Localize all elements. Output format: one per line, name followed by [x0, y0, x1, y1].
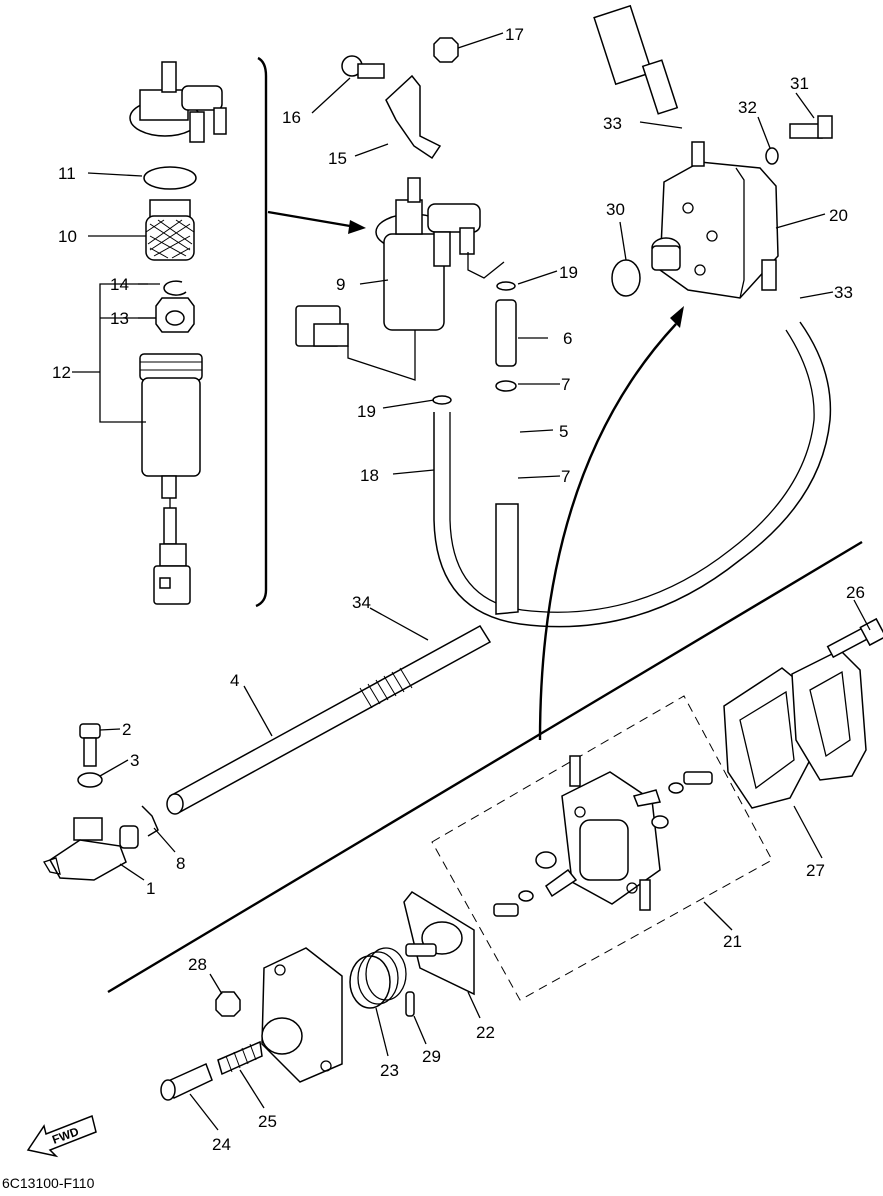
callout-19-upper: 19	[559, 263, 578, 282]
bolt-26-drawing	[826, 617, 883, 659]
callout-31: 31	[790, 74, 809, 93]
plunger-24-drawing	[160, 1062, 213, 1101]
callout-1: 1	[146, 879, 155, 898]
clip-19-lower-drawing	[432, 395, 452, 405]
callout-4: 4	[230, 671, 239, 690]
bolt-2-drawing	[79, 723, 101, 767]
callout-21: 21	[723, 932, 742, 951]
callout-7-lower: 7	[561, 467, 570, 486]
callout-3: 3	[130, 751, 139, 770]
pipe-4-drawing	[168, 625, 492, 813]
group-21-dashed-box	[431, 695, 773, 1001]
panel-divider-line	[107, 540, 863, 994]
cover-drawing	[791, 649, 867, 781]
nut-drawing	[155, 297, 195, 333]
bolt-31-drawing	[789, 115, 833, 139]
callout-labels: 17 16 15 11 10 14 13 12 9 19 6 7 19 5 7 …	[52, 25, 865, 1154]
spring-on-pipe-drawing	[359, 667, 413, 709]
bracket-15-drawing	[385, 74, 442, 160]
fuel-filter-assy-drawing	[295, 177, 505, 381]
fitting-1-drawing	[43, 817, 139, 881]
callout-25: 25	[258, 1112, 277, 1131]
callout-11: 11	[58, 164, 76, 183]
callout-13: 13	[110, 309, 129, 328]
inset-bracket	[255, 56, 366, 608]
filter-head-drawing	[129, 61, 227, 143]
drawing-code: 6C13100-F110	[2, 1175, 95, 1191]
clamp-7-upper-drawing	[495, 380, 517, 392]
pump-housing-drawing	[261, 947, 343, 1083]
callout-10: 10	[58, 227, 77, 246]
fuel-pump-drawing	[651, 141, 779, 299]
diaphragm-22-drawing	[403, 891, 475, 996]
callout-6: 6	[563, 329, 572, 348]
corrugated-hose-drawing	[495, 503, 519, 615]
o-ring-30-drawing	[611, 259, 641, 297]
spring-25-drawing	[217, 1040, 263, 1076]
callout-5: 5	[559, 422, 568, 441]
circlip-drawing	[163, 280, 187, 296]
leader-lines	[72, 32, 871, 1131]
callout-9: 9	[336, 275, 345, 294]
callout-26: 26	[846, 583, 865, 602]
callout-19-lower: 19	[357, 402, 376, 421]
hose-18-drawing	[433, 321, 832, 628]
callout-27: 27	[806, 861, 825, 880]
callout-23: 23	[380, 1061, 399, 1080]
callout-33-upper: 33	[603, 114, 622, 133]
callout-7-upper: 7	[561, 375, 570, 394]
callout-14: 14	[110, 275, 129, 294]
callout-8: 8	[176, 854, 185, 873]
arrow-to-pump	[538, 323, 677, 741]
callout-20: 20	[829, 206, 848, 225]
washer-32-drawing	[765, 147, 779, 165]
gasket-27-drawing	[723, 667, 811, 809]
callout-24: 24	[212, 1135, 231, 1154]
fwd-direction-arrow: FWD	[26, 1114, 97, 1158]
nut-28-drawing	[215, 991, 241, 1017]
callout-33-lower: 33	[834, 283, 853, 302]
o-ring-drawing	[143, 166, 197, 190]
callout-29: 29	[422, 1047, 441, 1066]
filter-element-drawing	[145, 199, 195, 261]
callout-34: 34	[352, 593, 371, 612]
callout-28: 28	[188, 955, 207, 974]
bolt-16-drawing	[341, 55, 385, 79]
callout-2: 2	[122, 720, 131, 739]
pin-29-drawing	[405, 991, 415, 1017]
callout-17: 17	[505, 25, 524, 44]
hose-18-drawing-inner	[449, 329, 815, 613]
fuel-connector-drawing	[593, 4, 679, 115]
spring-23-drawing	[349, 947, 407, 1009]
callout-12: 12	[52, 363, 71, 382]
pump-body-drawing	[561, 755, 661, 911]
filter-bowl-drawing	[139, 353, 203, 605]
callout-18: 18	[360, 466, 379, 485]
small-parts-group-21	[493, 771, 713, 917]
washer-3-drawing	[77, 772, 103, 788]
callout-30: 30	[606, 200, 625, 219]
clip-19-drawing	[496, 281, 516, 291]
callout-22: 22	[476, 1023, 495, 1042]
callout-16: 16	[282, 108, 301, 127]
clip-8-drawing	[141, 805, 159, 837]
hose-6-drawing	[495, 299, 517, 367]
nut-17-drawing	[433, 37, 459, 63]
callout-32: 32	[738, 98, 757, 117]
callout-15: 15	[328, 149, 347, 168]
